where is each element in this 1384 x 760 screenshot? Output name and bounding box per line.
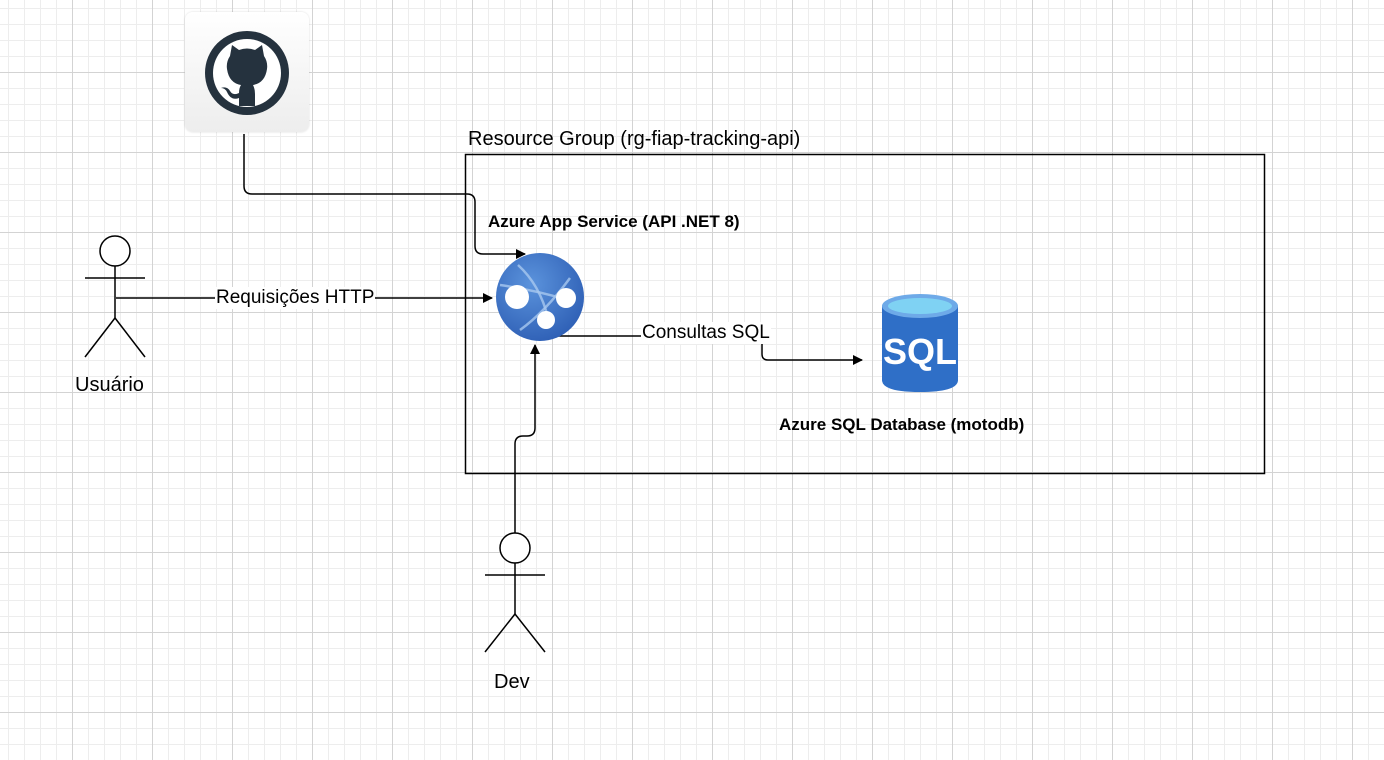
sql-edge-label: Consultas SQL (641, 322, 771, 344)
edge-dev-to-app-service[interactable] (514, 344, 540, 533)
github-node[interactable] (185, 12, 309, 132)
resource-group-box[interactable] (464, 153, 1266, 475)
sql-database-label: Azure SQL Database (motodb) (779, 415, 1025, 434)
dev-actor-icon[interactable] (484, 532, 546, 653)
app-service-label: Azure App Service (API .NET 8) (488, 212, 740, 231)
user-label: Usuário (75, 374, 144, 396)
azure-sql-database-icon[interactable]: SQL (882, 294, 958, 392)
resource-group-title: Resource Group (rg-fiap-tracking-api) (468, 128, 801, 150)
github-icon (205, 31, 289, 115)
http-edge-label: Requisições HTTP (215, 287, 376, 309)
edge-github-to-app-service[interactable] (243, 134, 526, 259)
dev-label: Dev (494, 671, 530, 693)
azure-app-service-icon[interactable] (496, 253, 584, 341)
sql-icon-text: SQL (883, 331, 957, 372)
user-actor-icon[interactable] (84, 235, 146, 358)
